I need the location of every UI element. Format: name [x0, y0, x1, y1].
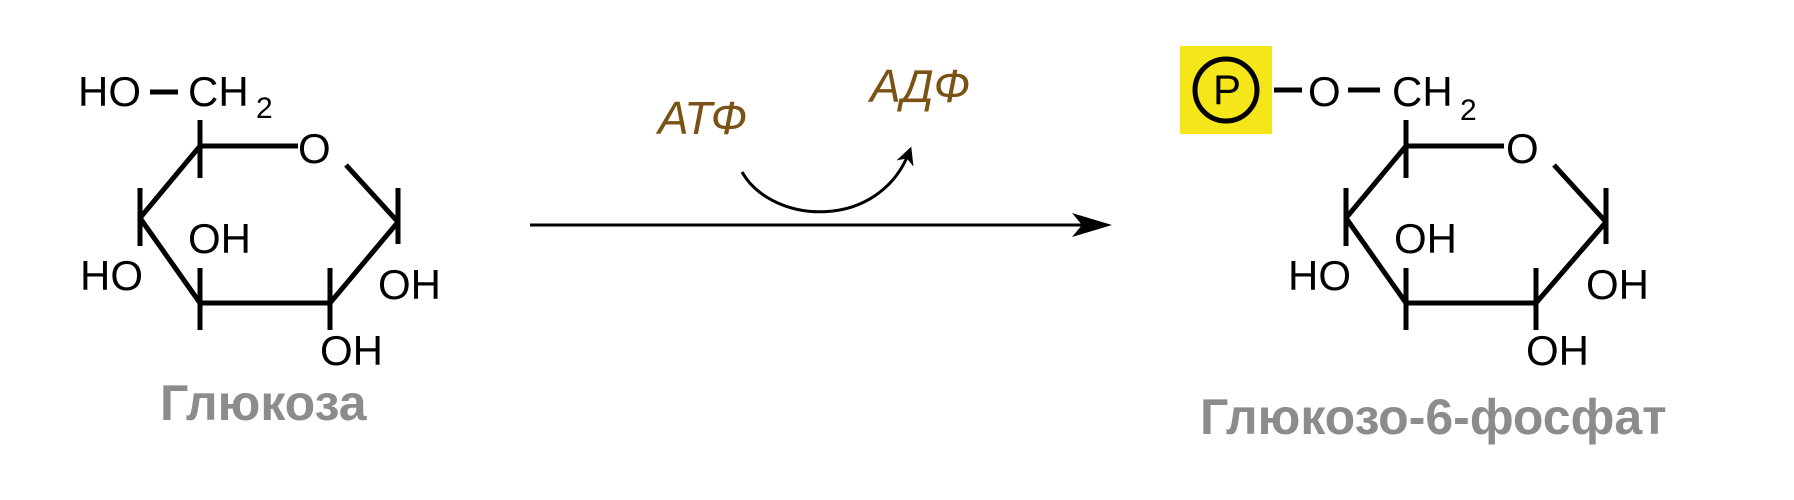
glucose-structure: HO CH 2 O OH HO OH OH Глюкоза [78, 68, 441, 431]
g6p-oh-c3: OH [1394, 215, 1457, 262]
g6p-ring-oxygen: O [1506, 125, 1539, 172]
cofactor-atp-label: АТФ [655, 92, 747, 144]
arrow-head-icon [1072, 213, 1112, 237]
glucose-bond-c4-c5 [138, 144, 202, 220]
reaction-arrow: АТФ АДФ [530, 60, 1112, 237]
glucose-bond-o-c1 [344, 163, 400, 224]
glucose-oh-c3: OH [188, 215, 251, 262]
g6p-bond-c4-c5 [1344, 144, 1408, 220]
g6p-bond-c3-c4 [1343, 216, 1409, 305]
g6p-bond-c1-c2 [1534, 220, 1608, 305]
glucose-name: Глюкоза [160, 375, 368, 431]
glucose-oh-c1: OH [378, 261, 441, 308]
g6p-name: Глюкозо-6-фосфат [1200, 389, 1667, 445]
g6p-oh-c2: OH [1526, 327, 1589, 374]
glucose-ring-oxygen: O [298, 125, 331, 172]
glucose-ch2-subscript: 2 [256, 92, 273, 125]
g6p-bond-o-c1 [1552, 163, 1608, 224]
phosphate-label: P [1213, 66, 1241, 113]
glucose-bond-c3-c4 [137, 216, 203, 305]
glucose-ho-c4: HO [80, 252, 143, 299]
g6p-ch-label: CH [1392, 68, 1453, 115]
glucose-oh-c2: OH [320, 327, 383, 374]
g6p-oh-c1: OH [1586, 261, 1649, 308]
cofactor-adp-label: АДФ [867, 60, 970, 112]
g6p-structure: P O CH 2 O OH HO OH OH Глюкозо-6-фосфат [1180, 46, 1667, 445]
g6p-o-link-label: O [1308, 68, 1341, 115]
g6p-ch2-subscript: 2 [1460, 94, 1477, 127]
phosphate-circle-icon [1192, 56, 1260, 124]
glucose-ch-label: CH [188, 68, 249, 115]
glucose-ho-label: HO [78, 68, 141, 115]
curved-arrow-icon [740, 146, 914, 214]
g6p-ho-c4: HO [1288, 252, 1351, 299]
glucose-bond-c1-c2 [328, 220, 400, 305]
